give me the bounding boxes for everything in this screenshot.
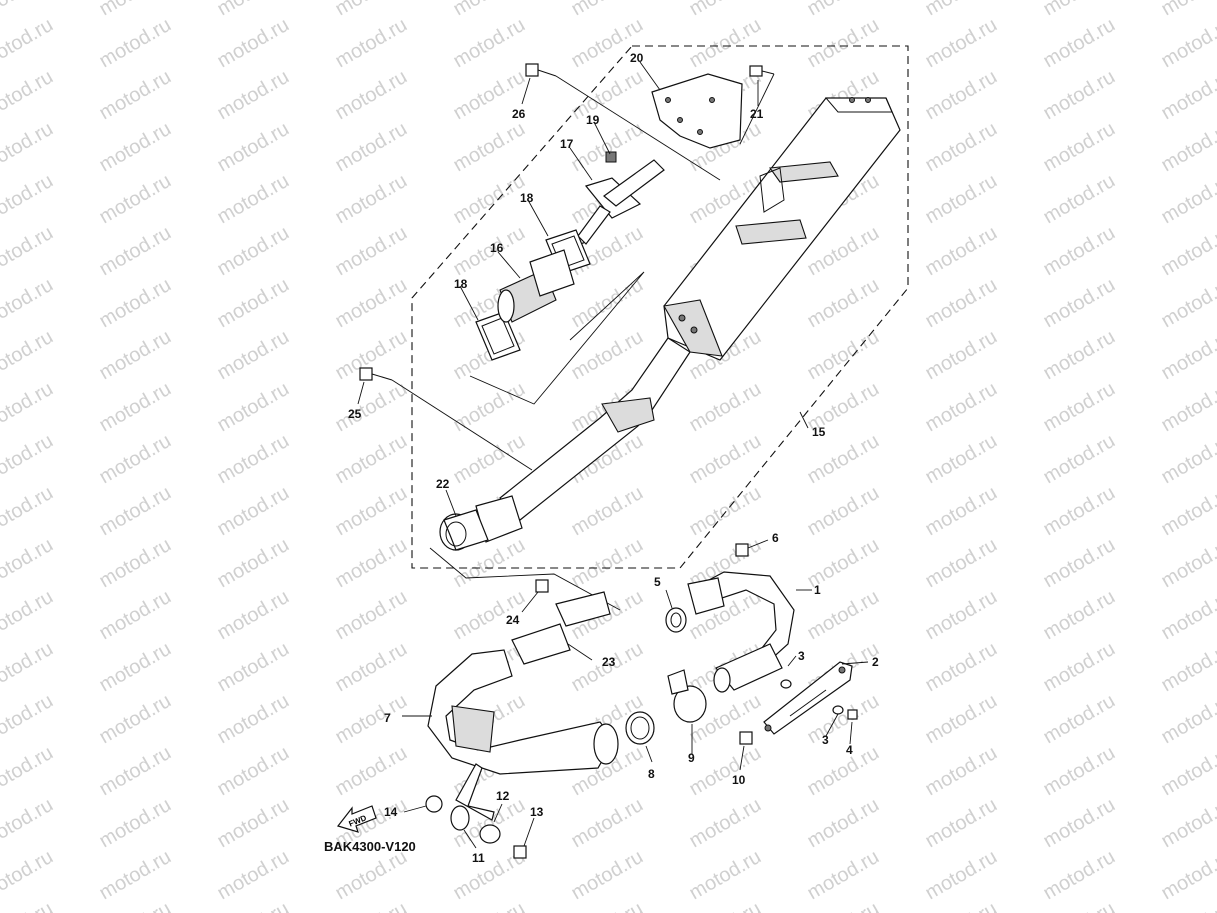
label-23: 23 — [602, 655, 616, 669]
part-4-nut — [847, 709, 858, 720]
label-25: 25 — [348, 407, 362, 421]
fwd-arrow-icon: FWD — [336, 805, 377, 833]
muffler-body — [663, 97, 901, 361]
part-24-bolt — [535, 579, 549, 593]
part-12-collar — [479, 824, 501, 844]
leader-lines — [357, 61, 869, 849]
part-2-bracket — [763, 661, 853, 735]
part-14-washer — [425, 795, 443, 813]
label-26: 26 — [512, 107, 526, 121]
label-18-upper: 18 — [520, 191, 534, 205]
part-25-bolt — [359, 367, 393, 381]
label-6: 6 — [772, 531, 779, 545]
label-20: 20 — [630, 51, 644, 65]
muffler-assembly-outline — [411, 45, 909, 569]
part-3-washer-upper — [780, 679, 792, 689]
label-11: 11 — [472, 851, 485, 865]
part-3-washer-lower — [832, 705, 844, 715]
muffler-front-pipe — [475, 337, 691, 543]
label-24: 24 — [506, 613, 520, 627]
part-6-bolt — [735, 543, 749, 557]
part-10-bolt — [739, 731, 753, 745]
diagram-code: BAK4300-V120 — [324, 839, 416, 854]
part-labels: 1 2 3 3 4 5 6 7 8 9 10 11 12 13 14 15 16… — [348, 51, 879, 865]
part-11-damper — [450, 763, 495, 831]
label-4: 4 — [846, 743, 853, 757]
label-22: 22 — [436, 477, 450, 491]
part-20-end-cap — [651, 73, 743, 149]
label-1: 1 — [814, 583, 821, 597]
part-18-gasket-lower — [475, 311, 521, 361]
label-12: 12 — [496, 789, 510, 803]
part-21-bolt — [749, 65, 775, 77]
label-8: 8 — [648, 767, 655, 781]
part-5-gasket — [665, 607, 687, 633]
part-23-clamp — [511, 591, 611, 665]
part-17-tube — [569, 159, 665, 245]
label-21: 21 — [750, 107, 764, 121]
label-13: 13 — [530, 805, 544, 819]
label-14: 14 — [384, 805, 398, 819]
part-26-bolt — [525, 63, 557, 77]
label-18-lower: 18 — [454, 277, 468, 291]
label-9: 9 — [688, 751, 695, 765]
label-16: 16 — [490, 241, 504, 255]
part-9-clamp — [667, 669, 707, 723]
part-19-bolt — [605, 151, 617, 163]
label-17: 17 — [560, 137, 574, 151]
part-16-screen — [497, 249, 575, 323]
label-3-upper: 3 — [798, 649, 805, 663]
label-15: 15 — [812, 425, 826, 439]
part-7-header-pipe — [427, 649, 619, 775]
part-22-gasket — [439, 509, 489, 551]
label-2: 2 — [872, 655, 879, 669]
part-1-header-pipe — [687, 571, 795, 693]
part-8-sleeve — [625, 711, 655, 745]
label-19: 19 — [586, 113, 600, 127]
label-5: 5 — [654, 575, 661, 589]
part-13-bolt — [513, 845, 527, 859]
label-7: 7 — [384, 711, 391, 725]
label-3-lower: 3 — [822, 733, 829, 747]
label-10: 10 — [732, 773, 746, 787]
